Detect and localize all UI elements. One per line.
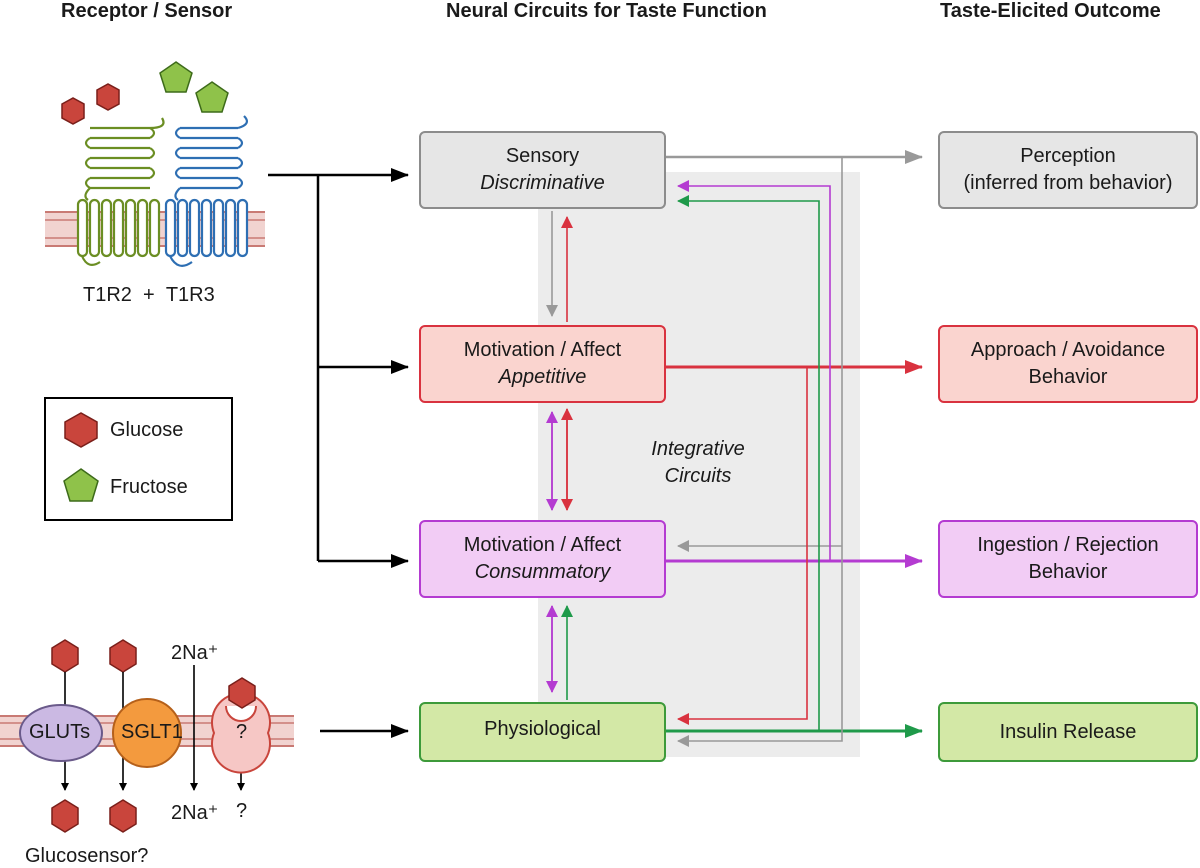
sensory-subtitle: Discriminative (480, 172, 605, 194)
sglt1-label: SGLT1 (121, 721, 183, 743)
insulin-title: Insulin Release (999, 720, 1137, 743)
fructose-pentagon (159, 61, 193, 93)
output-arrows (666, 150, 923, 738)
plus-sign: + (143, 284, 155, 306)
appetitive-title: Motivation / Affect (463, 339, 622, 361)
header-taste-outcome: Taste-Elicited Outcome (940, 0, 1161, 22)
consummatory-box: Motivation / Affect Consummatory (419, 520, 666, 598)
glucose-legend-icon (64, 412, 98, 448)
approach-title: Approach / Avoidance (970, 339, 1166, 361)
sensory-discriminative-box: Sensory Discriminative (419, 131, 666, 209)
approach-avoidance-box: Approach / Avoidance Behavior (938, 325, 1198, 403)
integrative-line1: Integrative (651, 438, 745, 460)
glucose-hexagon (61, 97, 85, 125)
perception-title: Perception (1020, 145, 1116, 167)
gluts-label: GLUTs (29, 721, 91, 743)
t1r3-label: T1R3 (165, 284, 215, 306)
feedback-loops (677, 157, 843, 747)
receptor-ligands (61, 61, 229, 125)
input-arrows (268, 168, 409, 738)
appetitive-subtitle: Appetitive (498, 366, 587, 388)
ingestion-title: Ingestion / Rejection (977, 534, 1159, 556)
glucosensor (0, 639, 294, 833)
glucosensor-caption: Glucosensor? (25, 845, 149, 867)
fructose-pentagon (195, 81, 229, 113)
unknown-sensor-label: ? (236, 721, 248, 743)
integrative-line2: Circuits (664, 465, 732, 487)
perception-box: Perception (inferred from behavior) (938, 131, 1198, 209)
header-receptor-sensor: Receptor / Sensor (61, 0, 233, 22)
receptor-label: T1R2 + T1R3 (83, 284, 215, 307)
unknown-output-label: ? (236, 800, 248, 822)
na-bottom-label: 2Na⁺ (171, 802, 219, 824)
fructose-legend-icon (63, 468, 99, 502)
na-top-label: 2Na⁺ (171, 642, 219, 664)
legend-fructose-label: Fructose (110, 476, 188, 498)
t1r2-t1r3-receptor (45, 115, 265, 267)
consummatory-title: Motivation / Affect (463, 534, 622, 556)
integrative-circuits-label: Integrative Circuits (640, 436, 756, 490)
insulin-release-box: Insulin Release (938, 702, 1198, 762)
ingestion-subtitle: Behavior (1028, 561, 1108, 583)
ingestion-rejection-box: Ingestion / Rejection Behavior (938, 520, 1198, 598)
legend-glucose-label: Glucose (110, 419, 184, 441)
approach-subtitle: Behavior (1028, 366, 1108, 388)
consummatory-subtitle: Consummatory (474, 561, 611, 583)
physiological-title: Physiological (484, 718, 601, 740)
vertical-arrows (546, 211, 573, 700)
t1r2-label: T1R2 (83, 284, 132, 306)
header-neural-circuits: Neural Circuits for Taste Function (446, 0, 767, 22)
sensory-title: Sensory (505, 145, 580, 167)
physiological-box: Physiological (419, 702, 666, 762)
perception-subtitle: (inferred from behavior) (963, 172, 1173, 194)
glucose-hexagon (96, 83, 120, 111)
appetitive-box: Motivation / Affect Appetitive (419, 325, 666, 403)
